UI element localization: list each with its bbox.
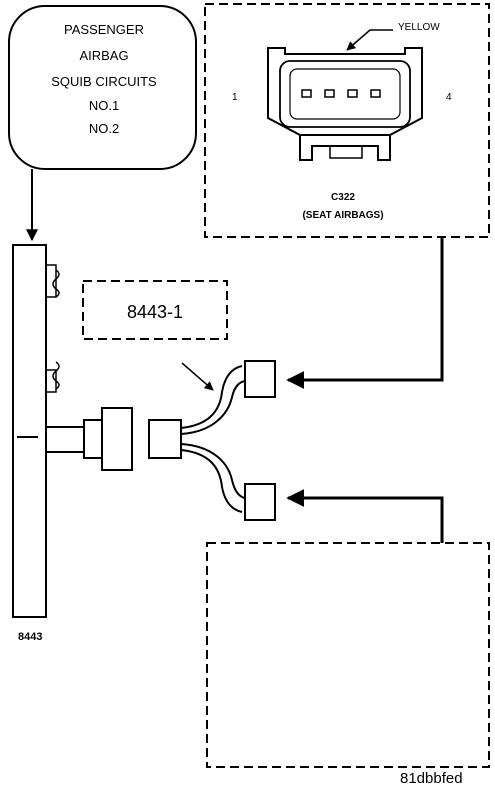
- callout-line-2: AIRBAG: [79, 48, 128, 63]
- tool-label: 8443-1: [127, 302, 183, 322]
- module-8443: [12, 244, 84, 618]
- callout-line-4: NO.1: [89, 98, 119, 113]
- tool-label-box: 8443-1: [82, 280, 228, 340]
- callout-line-5: NO.2: [89, 121, 119, 136]
- connector-description: (SEAT AIRBAGS): [302, 210, 383, 221]
- lower-connector-box: [206, 542, 490, 768]
- callout-line-3: SQUIB CIRCUITS: [51, 74, 157, 89]
- lower-box-to-terminal-arrow: [286, 489, 444, 543]
- passenger-airbag-callout: PASSENGER AIRBAG SQUIB CIRCUITS NO.1 NO.…: [8, 5, 197, 170]
- tool-pointer-arrow: [181, 362, 214, 391]
- module-label: 8443: [18, 631, 42, 643]
- c322-to-upper-terminal-arrow: [286, 237, 444, 389]
- connector-id: C322: [331, 192, 355, 203]
- callout-line-1: PASSENGER: [64, 22, 144, 37]
- tool-8443-1-harness: [180, 360, 276, 521]
- pin-4-label: 4: [446, 92, 452, 103]
- inline-connector-pair: [83, 407, 182, 471]
- figure-id: 81dbbfed: [400, 770, 463, 787]
- connector-c322-box: YELLOW 1 4 C322 (SEAT AIRBAGS): [204, 3, 490, 238]
- connector-color-label: YELLOW: [398, 22, 440, 33]
- pin-1-label: 1: [232, 92, 238, 103]
- c322-connector-icon: [267, 47, 423, 136]
